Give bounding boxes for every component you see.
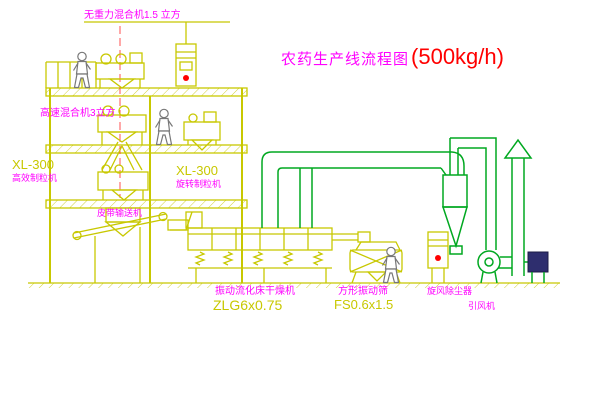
label-gravity-mixer: 无重力混合机1.5 立方 — [84, 10, 181, 21]
label-dryer-name: 振动流化床干燥机 — [215, 286, 295, 297]
belt-conveyor — [72, 211, 168, 283]
fluid-bed-dryer — [187, 227, 333, 283]
granulator-left — [97, 164, 149, 237]
label-cyclone: 旋风除尘器 — [427, 286, 473, 296]
dryer-feed-hopper — [167, 211, 203, 231]
granulator-right — [183, 111, 221, 151]
ground-line — [28, 282, 560, 288]
label-granulator-right-model: XL-300 — [176, 163, 218, 178]
label-screen-name: 方形振动筛 — [338, 286, 388, 297]
label-granulator-left-name: 高效制粒机 — [12, 173, 58, 183]
top-label-leader — [84, 21, 230, 44]
control-panel-2 — [427, 231, 449, 283]
label-screen-model: FS0.6x1.5 — [334, 297, 394, 312]
stack-cap — [503, 138, 533, 159]
indicator-light-icon — [435, 255, 441, 261]
fan-motor — [527, 251, 549, 273]
induced-draft-fan — [477, 138, 549, 284]
dryer-discharge-chute — [332, 233, 358, 241]
label-granulator-right-name: 旋转制粒机 — [176, 179, 222, 189]
indicator-light-icon — [183, 75, 189, 81]
cyclone-outlet-duct — [450, 137, 497, 250]
diagram-title: 农药生产线流程图 (500kg/h) — [281, 44, 504, 70]
high-speed-mixer — [97, 105, 147, 171]
title-capacity: (500kg/h) — [411, 44, 504, 69]
label-dryer-model: ZLG6x0.75 — [213, 297, 283, 313]
exhaust-duct — [261, 151, 465, 228]
gravity-mixer — [95, 52, 145, 89]
person-figure — [154, 108, 174, 146]
label-granulator-left-model: XL-300 — [12, 157, 54, 172]
control-panel-1 — [175, 43, 197, 87]
label-high-speed-mixer: 高速混合机3立方 — [40, 108, 116, 119]
title-text: 农药生产线流程图 — [281, 51, 410, 68]
cyclone-separator — [441, 138, 468, 255]
label-belt-conveyor: 皮带输送机 — [97, 208, 143, 218]
label-fan: 引风机 — [468, 301, 496, 311]
